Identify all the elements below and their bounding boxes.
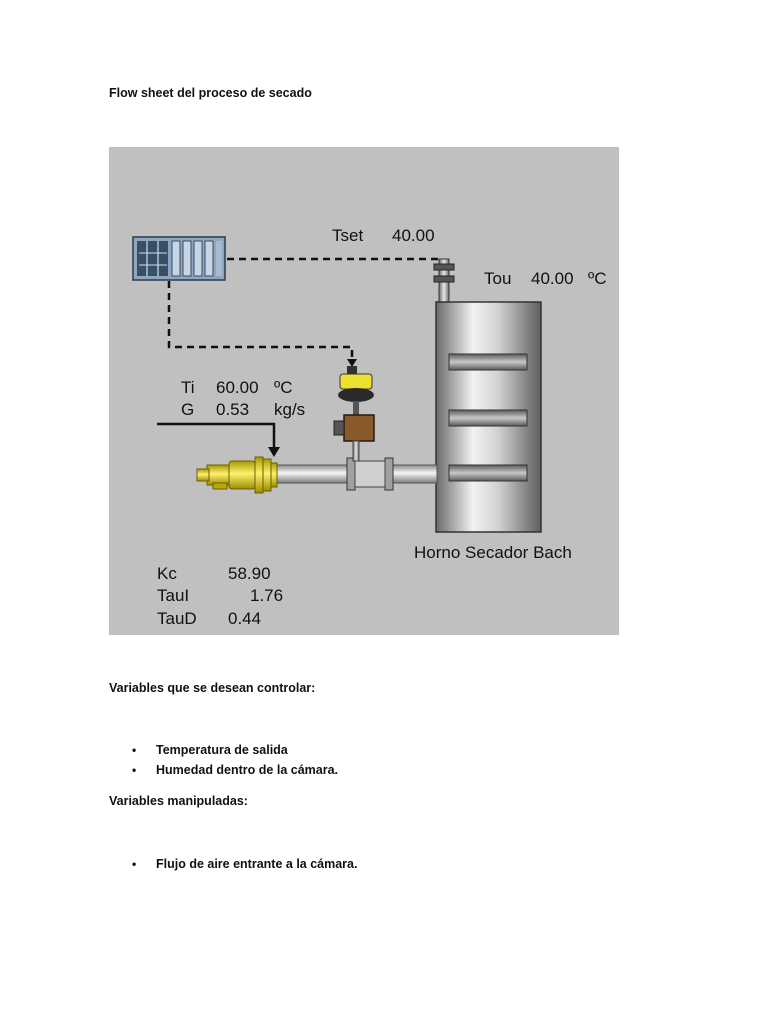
- list-item: • Flujo de aire entrante a la cámara.: [130, 854, 357, 874]
- bullet-glyph: •: [132, 763, 137, 777]
- control-valve: [333, 359, 375, 462]
- tset-value: 40.00: [392, 226, 435, 245]
- dryer-tank: [435, 301, 542, 533]
- manipulated-variables-list: • Flujo de aire entrante a la cámara.: [130, 854, 357, 874]
- list-item: • Humedad dentro de la cámara.: [130, 760, 338, 780]
- kc-label: Kc: [157, 564, 177, 583]
- tou-label: Tou: [484, 269, 511, 288]
- page-title: Flow sheet del proceso de secado: [109, 86, 312, 100]
- g-label: G: [181, 400, 194, 419]
- flow-sheet-svg: Tset 40.00 Tou 40.00 ºC Ti 60.00 ºC G 0.…: [109, 147, 619, 635]
- controlled-variables-list: • Temperatura de salida • Humedad dentro d…: [130, 740, 338, 780]
- ti-label: Ti: [181, 378, 195, 397]
- list-item-text: Flujo de aire entrante a la cámara.: [156, 857, 358, 871]
- inlet-signal-line: [157, 422, 280, 457]
- controller-module: [132, 236, 226, 281]
- bullet-glyph: •: [132, 743, 137, 757]
- list-item: • Temperatura de salida: [130, 740, 338, 760]
- tou-value: 40.00: [531, 269, 574, 288]
- air-blower: [196, 456, 278, 494]
- manipulated-variables-heading: Variables manipuladas:: [109, 794, 248, 808]
- taui-label: TauI: [157, 586, 189, 605]
- tset-label: Tset: [332, 226, 363, 245]
- tou-unit: ºC: [588, 269, 607, 288]
- taud-label: TauD: [157, 609, 197, 628]
- ti-unit: ºC: [274, 378, 293, 397]
- taud-value: 0.44: [228, 609, 261, 628]
- taui-value: 1.76: [250, 586, 283, 605]
- g-unit: kg/s: [274, 400, 305, 419]
- list-item-text: Temperatura de salida: [156, 743, 288, 757]
- list-item-text: Humedad dentro de la cámara.: [156, 763, 339, 777]
- air-pipe: [273, 457, 438, 491]
- kc-value: 58.90: [228, 564, 271, 583]
- process-flow-diagram: Tset 40.00 Tou 40.00 ºC Ti 60.00 ºC G 0.…: [109, 147, 619, 635]
- bullet-glyph: •: [132, 857, 137, 871]
- oven-label: Horno Secador Bach: [414, 543, 572, 562]
- controlled-variables-heading: Variables que se desean controlar:: [109, 681, 316, 695]
- ti-value: 60.00: [216, 378, 259, 397]
- g-value: 0.53: [216, 400, 249, 419]
